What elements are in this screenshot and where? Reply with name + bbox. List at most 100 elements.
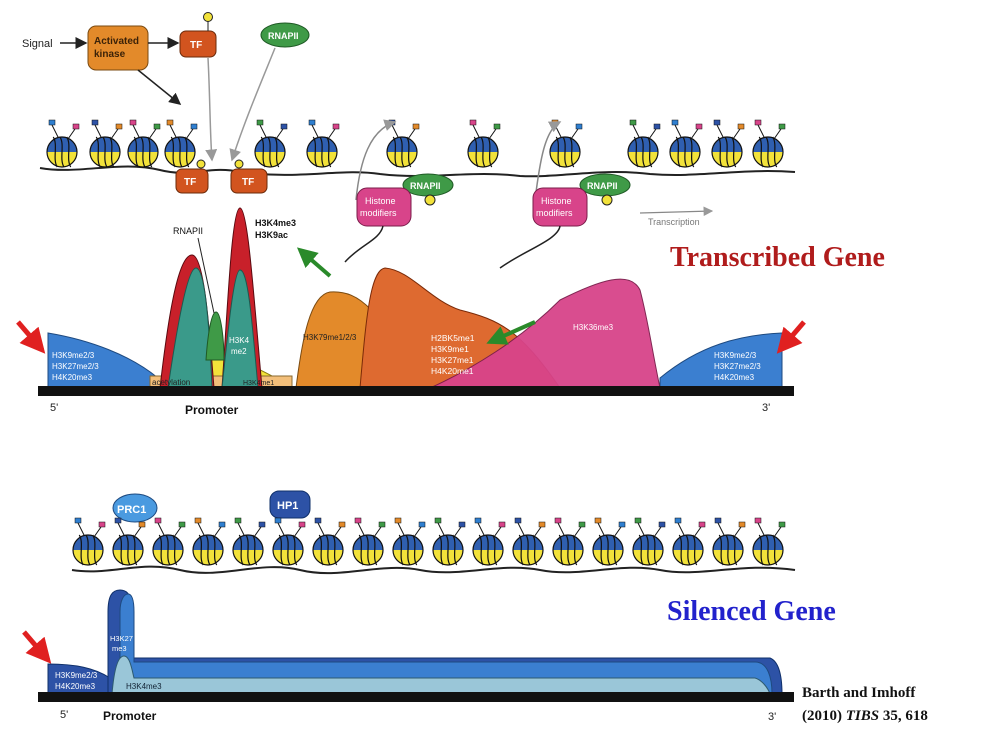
five-prime-top: 5' [50, 402, 58, 414]
silenced-proteins: PRC1 HP1 [112, 490, 311, 523]
nucleosome [386, 119, 420, 168]
nucleosome [712, 517, 746, 566]
nucleosome [549, 119, 583, 168]
rnapii-complex-1-label: RNAPII [410, 181, 441, 191]
citation-journal: TIBS [846, 708, 879, 724]
dna-strand-top [39, 165, 796, 178]
nucleosome [472, 517, 506, 566]
silenced-left-marks-2: H4K20me3 [55, 682, 96, 691]
label-h3k4me2-1: H3K4 [229, 336, 250, 345]
tf-dna-label-2: TF [242, 177, 254, 188]
nucleosome [752, 517, 786, 566]
promoter-top: Promoter [185, 403, 239, 417]
red-arrow-left [16, 320, 46, 354]
label-mid-1: H2BK5me1 [431, 333, 475, 343]
label-right-marks-1: H3K9me2/3 [714, 351, 757, 360]
nucleosome [112, 517, 146, 566]
nucleosome-array-bottom [72, 517, 786, 566]
nucleosome [512, 517, 546, 566]
label-mid-2: H3K9me1 [431, 344, 469, 354]
histone-mod-2-line2: modifiers [536, 208, 573, 218]
three-prime-bottom: 3' [768, 711, 776, 723]
label-acetylation: acetylation [152, 378, 190, 387]
citation-line2: (2010) TIBS 35, 618 [802, 708, 928, 724]
nucleosome [672, 517, 706, 566]
label-left-marks-1: H3K9me2/3 [52, 351, 95, 360]
gene-body-bar-bottom [38, 692, 794, 702]
green-arrow-h3k9me1 [486, 320, 536, 345]
nucleosome [627, 119, 661, 168]
label-right-marks-2: H3K27me2/3 [714, 362, 761, 371]
nucleosome [192, 517, 226, 566]
citation-line1: Barth and Imhoff [802, 685, 916, 701]
nucleosome [46, 119, 80, 168]
histone-mod-1-line1: Histone [365, 196, 396, 206]
activated-kinase-box [87, 25, 149, 71]
nucleosome [632, 517, 666, 566]
histone-mod-1-line2: modifiers [360, 208, 397, 218]
prc1-protein [112, 493, 158, 523]
phosphate-tf-top [203, 12, 213, 22]
label-h3k9ac: H3K9ac [255, 230, 288, 240]
rnapii-complex-1: RNAPII Histone modifiers [344, 119, 454, 263]
rnapii-top-label: RNAPII [268, 31, 299, 41]
gene-body-bar-top [38, 386, 794, 396]
label-h3k36me3: H3K36me3 [573, 323, 614, 332]
citation-volume: 35, 618 [879, 708, 928, 724]
silenced-gene-title: Silenced Gene [667, 596, 836, 627]
nucleosome [254, 119, 288, 168]
nucleosome-array-top [46, 119, 786, 168]
label-h3k4me2-2: me2 [231, 347, 247, 356]
red-arrow-right [776, 320, 806, 354]
nucleosome [72, 517, 106, 566]
nucleosome [711, 119, 745, 168]
signaling-pathway: Signal Activated kinase TF RNAPII [22, 12, 310, 162]
label-mid-3: H3K27me1 [431, 355, 474, 365]
rnapii-top [260, 22, 310, 48]
green-arrow-h3k9ac [296, 247, 332, 278]
silenced-left-marks-1: H3K9me2/3 [55, 671, 98, 680]
transcription-label: Transcription [648, 217, 700, 227]
label-h3k27me3-1: H3K27 [110, 634, 133, 643]
tf-top-label: TF [190, 40, 202, 51]
nucleosome [89, 119, 123, 168]
nucleosome [752, 119, 786, 168]
activated-kinase-label-1: Activated [94, 36, 139, 47]
label-left-marks-3: H4K20me3 [52, 373, 93, 382]
rnapii-complex-2-label: RNAPII [587, 181, 618, 191]
nucleosome [272, 517, 306, 566]
nucleosome [552, 517, 586, 566]
label-left-marks-2: H3K27me2/3 [52, 362, 99, 371]
h3k4me3-bottom-region [111, 655, 771, 695]
nucleosome [352, 517, 386, 566]
label-right-marks-3: H4K20me3 [714, 373, 755, 382]
nucleosome [306, 119, 340, 168]
nucleosome [127, 119, 161, 168]
transcribed-gene-title: Transcribed Gene [670, 242, 885, 273]
dna-strand-bottom [71, 565, 796, 575]
nucleosome [669, 119, 703, 168]
five-prime-bottom: 5' [60, 709, 68, 721]
h3k36me3-region [429, 278, 661, 389]
label-h3k4me3-bottom: H3K4me3 [126, 682, 162, 691]
nucleosome [152, 517, 186, 566]
prc1-label: PRC1 [117, 504, 146, 516]
three-prime-top: 3' [762, 402, 770, 414]
label-h3k4me3: H3K4me3 [255, 218, 296, 228]
nucleosome [592, 517, 626, 566]
label-h3k27me3-2: me3 [112, 644, 127, 653]
nucleosome [392, 517, 426, 566]
nucleosome [232, 517, 266, 566]
histone-mod-2-line1: Histone [541, 196, 572, 206]
tf-on-dna: TF TF [175, 159, 268, 194]
hp1-label: HP1 [277, 500, 298, 512]
activated-kinase-label-2: kinase [94, 49, 126, 60]
transcribed-profile [38, 207, 794, 396]
citation-year: (2010) [802, 708, 846, 724]
nucleosome [164, 119, 198, 168]
nucleosome [312, 517, 346, 566]
silenced-profile [38, 589, 794, 702]
label-rnapii-peak: RNAPII [173, 226, 203, 236]
nucleosome [467, 119, 501, 168]
